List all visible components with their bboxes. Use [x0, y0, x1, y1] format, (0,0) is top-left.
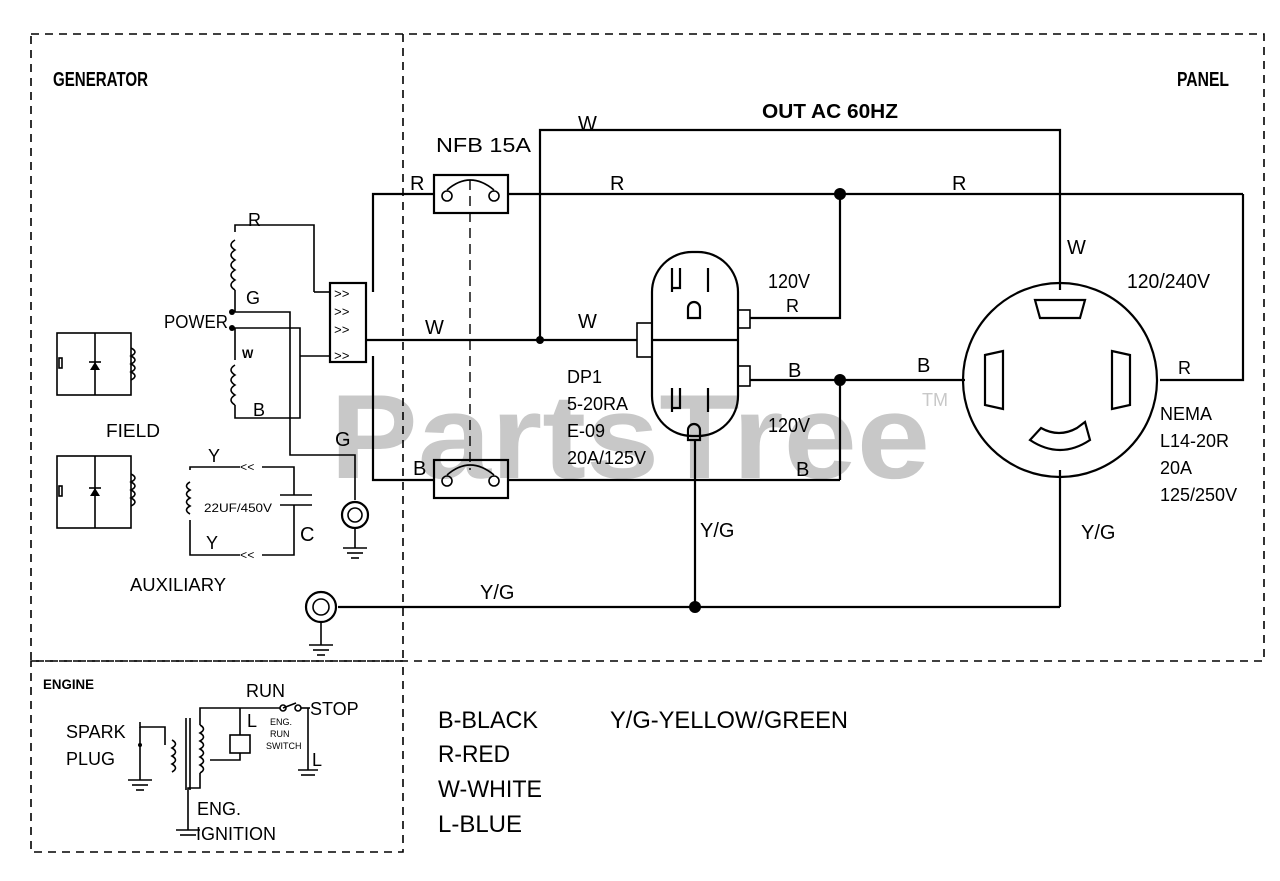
- terminal-block: >> >> >> >>: [300, 281, 368, 364]
- power-coil: [230, 224, 356, 500]
- wire-label: Y: [206, 533, 218, 553]
- wire-label: W: [578, 113, 597, 135]
- dp1-label-0: DP1: [567, 367, 602, 387]
- legend-item: W-WHITE: [438, 776, 542, 803]
- nfb-breaker: [432, 173, 510, 500]
- legend-item: B-BLACK: [438, 707, 538, 734]
- dp1-label-1: 5-20RA: [567, 394, 628, 414]
- ground-symbol: [340, 500, 370, 559]
- out-ac-label: OUT AC 60HZ: [762, 101, 898, 123]
- l-wire-label: L: [312, 750, 322, 770]
- nfb-label: NFB 15A: [436, 135, 532, 157]
- auxiliary-label: AUXILIARY: [130, 575, 226, 595]
- eng-ignition-label-2: IGNITION: [196, 824, 276, 844]
- spark-plug-label-2: PLUG: [66, 749, 115, 769]
- v120-240-label: 120/240V: [1127, 271, 1211, 293]
- wire-labels: W R R R W R G W B W W R B B B B R G Y/G …: [206, 113, 1191, 604]
- field-winding: [56, 332, 136, 529]
- watermark-tm: TM: [922, 390, 948, 410]
- watermark: PartsTree: [330, 370, 930, 504]
- wire-label: B: [796, 459, 809, 481]
- panel-section-title: PANEL: [1177, 69, 1229, 91]
- wire-label: G: [335, 429, 351, 451]
- wire-label: R: [952, 173, 966, 195]
- nema-label-2: 20A: [1160, 458, 1192, 478]
- stop-label: STOP: [310, 699, 359, 719]
- wire-label: Y/G: [1081, 522, 1115, 544]
- svg-text:>>: >>: [334, 287, 350, 302]
- wire-label: W: [425, 317, 444, 339]
- auxiliary-winding: << <<: [185, 461, 312, 563]
- nema-label-0: NEMA: [1160, 404, 1212, 424]
- spark-plug-label-1: SPARK: [66, 722, 126, 742]
- wire-label: R: [786, 296, 799, 316]
- wire-label: Y: [208, 446, 220, 466]
- nema-receptacle: [961, 281, 1159, 479]
- section-boundaries: [30, 33, 1265, 853]
- svg-text:>>: >>: [334, 323, 350, 338]
- svg-text:<<: <<: [240, 549, 254, 563]
- eng-ignition-label-1: ENG.: [197, 799, 241, 819]
- eng-run-switch-label-1: ENG.: [270, 717, 292, 727]
- wire-label: R: [410, 173, 424, 195]
- junction-dot: [229, 309, 235, 315]
- run-label: RUN: [246, 681, 285, 701]
- wire-label: B: [253, 400, 265, 420]
- l-coil-label: L: [247, 711, 257, 731]
- wire-label: W: [242, 347, 254, 361]
- wire-label: W: [578, 311, 597, 333]
- svg-text:<<: <<: [240, 461, 254, 475]
- wire-label: W: [1067, 237, 1086, 259]
- power-label: POWER: [164, 312, 228, 332]
- ground-terminal-symbol: [304, 590, 338, 656]
- junction-dot: [834, 374, 846, 386]
- dp1-receptacle: [636, 250, 751, 442]
- junction-dot: [689, 601, 701, 613]
- engine-ignition-circuit: [128, 702, 318, 836]
- eng-run-switch-label-3: SWITCH: [266, 741, 302, 751]
- svg-text:>>: >>: [334, 349, 350, 364]
- v120-bottom-label: 120V: [768, 415, 811, 437]
- wire-label: R: [1178, 358, 1191, 378]
- generator-section-title: GENERATOR: [53, 69, 148, 91]
- wire-label: R: [248, 210, 261, 230]
- legend-item: L-BLUE: [438, 811, 522, 838]
- capacitor-label: 22UF/450V: [204, 501, 272, 515]
- wire-label: G: [246, 288, 260, 308]
- svg-text:>>: >>: [334, 305, 350, 320]
- legend-item: Y/G-YELLOW/GREEN: [610, 707, 848, 734]
- wire-label: Y/G: [480, 582, 514, 604]
- wire-label: R: [610, 173, 624, 195]
- eng-run-switch-label-2: RUN: [270, 729, 290, 739]
- color-legend: B-BLACK R-RED W-WHITE L-BLUE Y/G-YELLOW/…: [438, 707, 848, 838]
- nema-label-3: 125/250V: [1160, 485, 1237, 505]
- dp1-label-2: E-09: [567, 421, 605, 441]
- wire-label: B: [917, 355, 930, 377]
- dp1-label-3: 20A/125V: [567, 448, 646, 468]
- junction-dot: [536, 336, 544, 344]
- legend-item: R-RED: [438, 741, 510, 768]
- engine-section-title: ENGINE: [43, 676, 94, 692]
- wire-label: Y/G: [700, 520, 734, 542]
- v120-top-label: 120V: [768, 271, 811, 293]
- junction-dot: [834, 188, 846, 200]
- wire-label: B: [788, 360, 801, 382]
- capacitor-c-label: C: [300, 524, 314, 546]
- wire-label: B: [413, 458, 426, 480]
- nema-label-1: L14-20R: [1160, 431, 1229, 451]
- field-label: FIELD: [106, 421, 160, 441]
